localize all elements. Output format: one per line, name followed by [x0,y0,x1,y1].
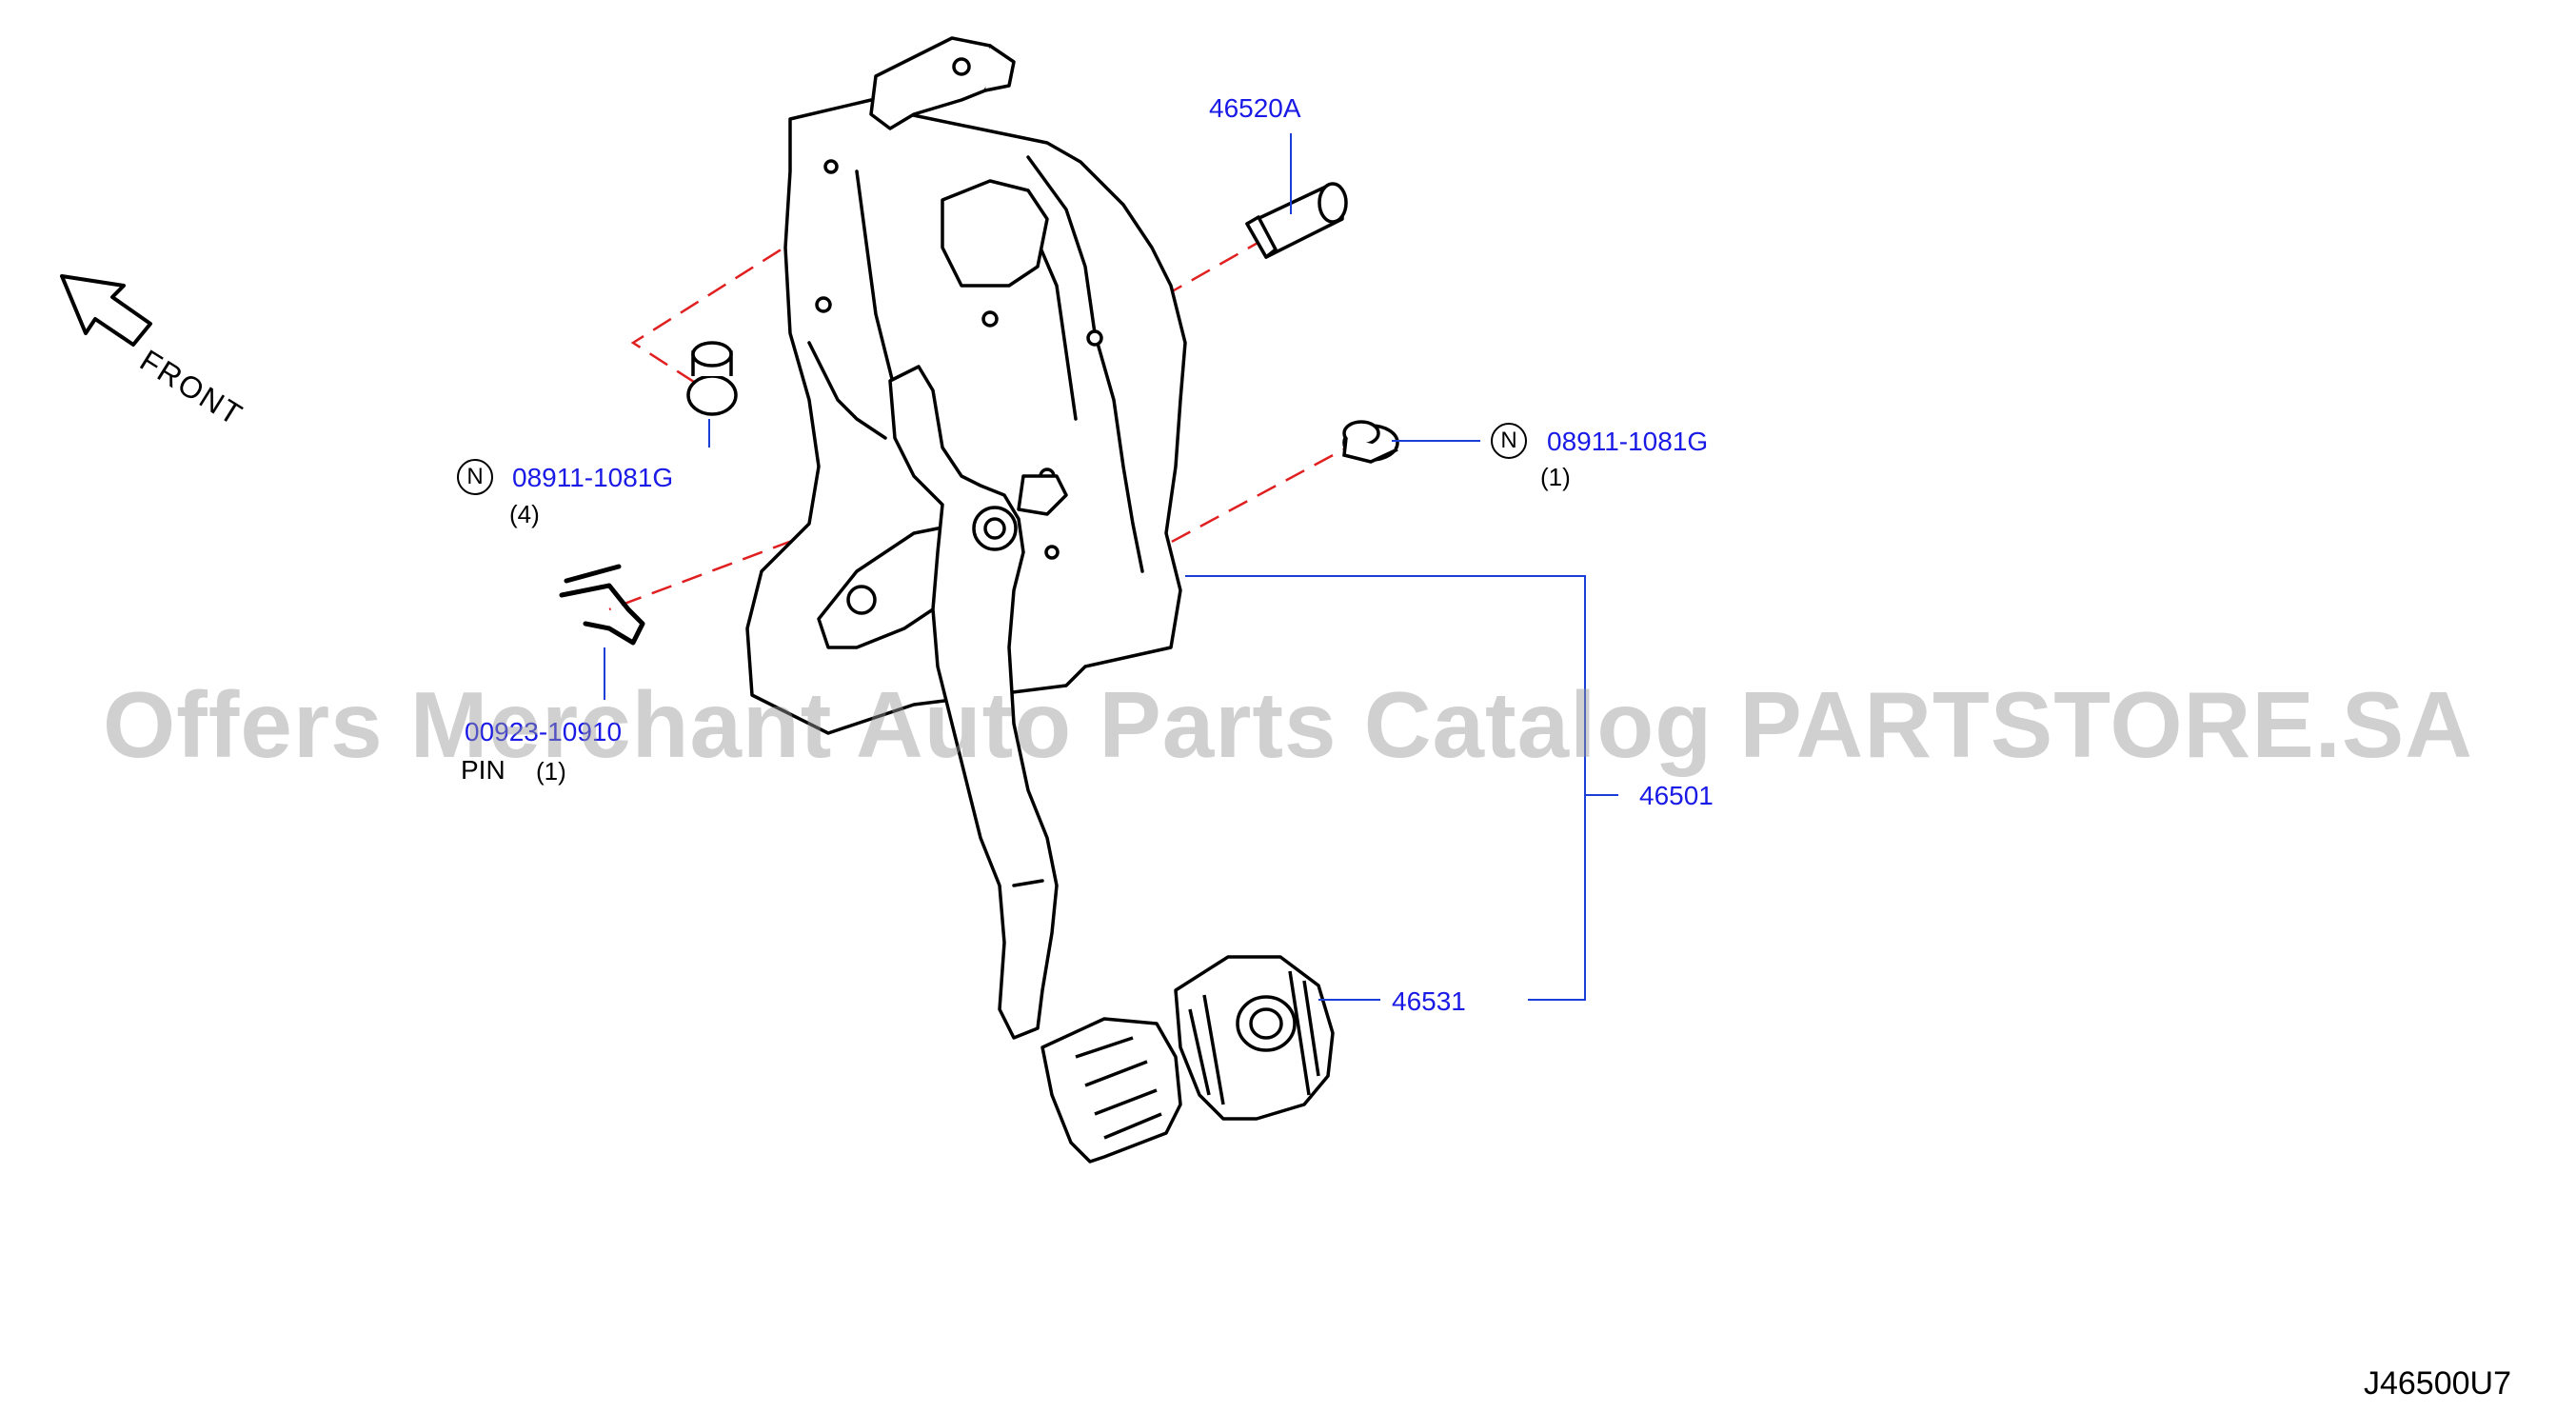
pad-part-number[interactable]: 46531 [1392,986,1466,1016]
nut-right-part-number[interactable]: 08911-1081G [1547,427,1709,456]
bolt-part-number[interactable]: 46520A [1209,93,1301,123]
assembly-part-number[interactable]: 46501 [1639,781,1714,810]
pedal-pad-left [1040,1017,1182,1164]
nut-left-part-number[interactable]: 08911-1081G [512,463,674,492]
pin-part-number[interactable]: 00923-10910 [465,717,623,746]
pedal-pad-rubber [1174,955,1335,1121]
bolt-part-icon [1245,182,1348,259]
front-arrow-icon [60,274,152,347]
nut-left-icon [686,341,738,416]
leader-lines [604,133,1618,1001]
pedal-arm [888,365,1068,1040]
n-marker-left: N [457,459,493,495]
drawing-code: J46500U7 [2363,1365,2511,1402]
pin-name: PIN [461,755,505,785]
pin-quantity: (1) [536,757,566,786]
nut-left-quantity: (4) [509,500,540,528]
snap-pin-icon [559,564,645,646]
watermark-text: Offers Merchant Auto Parts Catalog PARTS… [102,672,2474,777]
n-marker-right: N [1491,423,1527,459]
nut-right-icon [1342,420,1399,464]
nut-right-quantity: (1) [1540,463,1571,491]
